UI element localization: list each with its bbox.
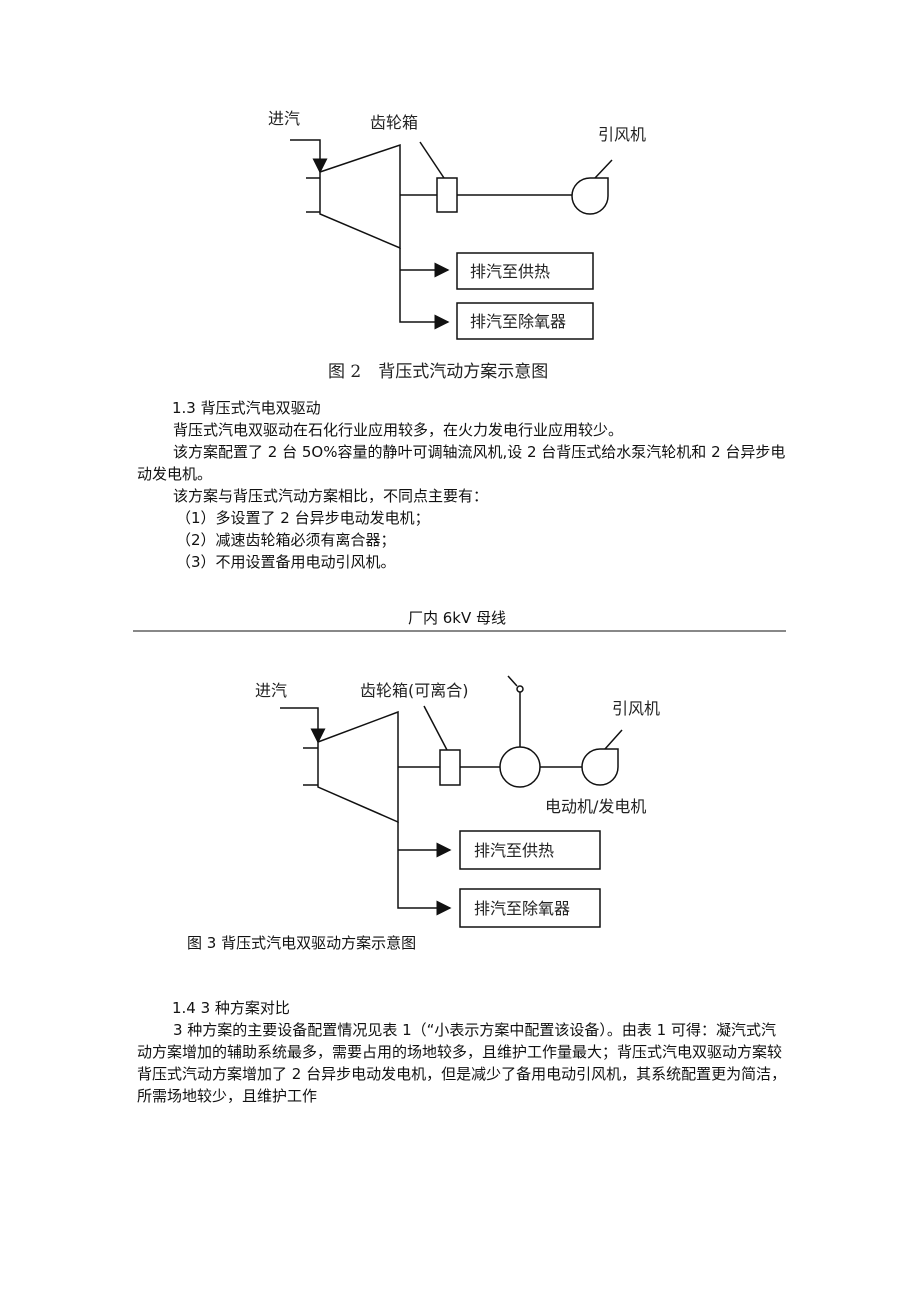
figure-3-diagram: 进汽 齿轮箱(可离合) 引风机 电动机/发电机 排汽至供热 排汽至除氧器	[133, 630, 786, 928]
exhaust-heating-label: 排汽至供热	[474, 841, 554, 860]
motor-generator-icon	[499, 746, 541, 788]
list-item: （3）不用设置备用电动引风机。	[176, 553, 396, 571]
exhaust-heating-box	[456, 252, 594, 290]
steam-in-label: 进汽	[255, 681, 287, 700]
fan-icon	[581, 748, 619, 786]
exhaust-heating-box	[459, 830, 601, 870]
exhaust-deaerator-box	[459, 888, 601, 928]
fan-icon	[571, 177, 609, 215]
turbine-icon	[319, 143, 401, 250]
paragraph: 该方案配置了 2 台 5O%容量的静叶可调轴流风机,设 2 台背压式给水泵汽轮机…	[137, 443, 786, 483]
gearbox-label: 齿轮箱	[370, 113, 418, 132]
list-item: （2）减速齿轮箱必须有离合器；	[176, 531, 396, 549]
switch-icon	[516, 685, 524, 693]
figure-2-caption: 图 2 背压式汽动方案示意图	[328, 362, 548, 382]
figure-3-caption: 图 3 背压式汽电双驱动方案示意图	[187, 934, 417, 952]
steam-in-arrow	[290, 139, 328, 174]
section-1-3-heading: 1.3 背压式汽电双驱动	[172, 399, 321, 417]
bus-label: 厂内 6kV 母线	[408, 609, 507, 627]
gearbox-label: 齿轮箱(可离合)	[360, 681, 469, 700]
section-1-4-heading: 1.4 3 种方案对比	[172, 999, 290, 1017]
exhaust-heating-label: 排汽至供热	[470, 262, 550, 281]
turbine-icon	[317, 710, 399, 824]
list-item: （1）多设置了 2 台异步电动发电机；	[176, 509, 430, 527]
gearbox-icon	[436, 177, 458, 213]
paragraph: 背压式汽电双驱动在石化行业应用较多，在火力发电行业应用较少。	[173, 421, 624, 439]
motor-generator-label: 电动机/发电机	[545, 797, 646, 816]
paragraph: 3 种方案的主要设备配置情况见表 1（“小表示方案中配置该设备）。由表 1 可得…	[137, 1021, 787, 1105]
figure-2-diagram: 进汽 齿轮箱 引风机 排汽至供热 排汽至除氧器 图 2 背压式汽动方案示意图	[268, 109, 646, 382]
fan-label: 引风机	[598, 125, 646, 144]
paragraph: 该方案与背压式汽动方案相比，不同点主要有：	[173, 487, 489, 505]
exhaust-deaerator-label: 排汽至除氧器	[474, 899, 570, 918]
fan-label: 引风机	[612, 699, 660, 718]
steam-in-label: 进汽	[268, 109, 300, 128]
exhaust-deaerator-label: 排汽至除氧器	[470, 312, 566, 331]
gearbox-icon	[439, 749, 461, 786]
exhaust-deaerator-box	[456, 302, 594, 340]
